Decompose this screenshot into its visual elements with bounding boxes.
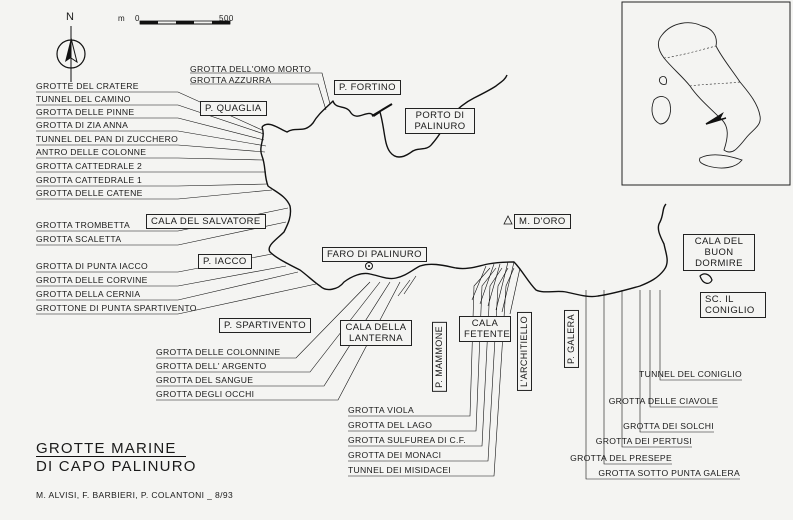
cave-label: GROTTA CATTEDRALE 1	[36, 175, 143, 185]
cave-label: GROTTA DELLE CORVINE	[36, 275, 148, 285]
leader-line	[36, 283, 317, 315]
cave-label: GROTTONE DI PUNTA SPARTIVENTO	[36, 303, 197, 313]
cave-label: GROTTA DELLA CERNIA	[36, 289, 141, 299]
leader-line	[36, 221, 287, 246]
leader-line	[156, 281, 391, 387]
cave-label: GROTTA VIOLA	[348, 405, 414, 415]
cave-label: GROTTA DEGLI OCCHI	[156, 389, 255, 399]
label-p-iacco: P. IACCO	[198, 254, 252, 269]
coastline-south	[260, 126, 668, 298]
label-cala-lanterna: CALA DELLA LANTERNA	[340, 320, 412, 346]
leader-line	[348, 267, 497, 432]
cave-label: GROTTA DI PUNTA IACCO	[36, 261, 148, 271]
cave-label: GROTTA DEI PERTUSI	[595, 436, 692, 446]
coniglio-islet	[699, 273, 713, 284]
cave-label: GROTTA DELLE COLONNINE	[156, 347, 281, 357]
scale-end: 500	[219, 14, 234, 23]
cave-label: GROTTA DELL' ARGENTO	[156, 361, 267, 371]
leader-line	[156, 281, 371, 359]
cave-label: GROTTA SCALETTA	[36, 234, 122, 244]
label-sc-coniglio: SC. IL CONIGLIO	[700, 292, 766, 318]
leader-line	[36, 117, 265, 141]
harbour-pier	[371, 103, 393, 117]
leader-line	[36, 104, 265, 135]
title-underline	[36, 456, 186, 457]
cave-label: GROTTA DI ZIA ANNA	[36, 120, 129, 130]
cave-label: GROTTA DEL LAGO	[348, 420, 433, 430]
leader-line	[190, 83, 327, 111]
leader-line	[649, 290, 718, 408]
leader-line	[36, 271, 299, 301]
leader-line	[156, 281, 381, 373]
leader-line	[585, 290, 740, 480]
scale-start: 0	[135, 14, 140, 23]
leader-line	[36, 130, 267, 147]
leader-line	[190, 72, 331, 105]
label-cala-fetente: CALA FETENTE	[459, 316, 511, 342]
cave-label: GROTTA DEI SOLCHI	[623, 421, 714, 431]
cave-label: GROTTA DEI MONACI	[348, 450, 442, 460]
leader-line	[36, 183, 269, 187]
cove-hatch	[397, 261, 521, 315]
north-arrow-icon	[56, 26, 86, 82]
map-title-line1: GROTTE MARINE	[36, 440, 177, 457]
leader-line	[348, 267, 515, 477]
leader-line	[36, 91, 263, 131]
north-label: N	[66, 11, 75, 23]
cave-label: GROTTA DELLE PINNE	[36, 107, 135, 117]
scale-unit: m	[118, 14, 126, 23]
leader-line	[639, 290, 714, 433]
leader-line	[36, 157, 265, 161]
cave-label: TUNNEL DEL CONIGLIO	[639, 369, 742, 379]
leader-line	[36, 144, 266, 153]
cave-label: GROTTA DEL PRESEPE	[570, 453, 672, 463]
cave-label: ANTRO DELLE COLONNE	[36, 147, 147, 157]
cave-label: TUNNEL DEL CAMINO	[36, 94, 131, 104]
leader-line	[659, 290, 742, 381]
map-title-line2: DI CAPO PALINURO	[36, 458, 197, 475]
summit-marker-icon	[503, 215, 513, 225]
lighthouse-icon	[365, 262, 373, 270]
cave-label: GROTTA AZZURRA	[190, 75, 272, 85]
leader-line	[348, 267, 503, 447]
cave-label: TUNNEL DEI MISIDACEI	[348, 465, 452, 475]
cave-label: GROTTA DEL SANGUE	[156, 375, 254, 385]
scale-bar-graphic	[139, 20, 231, 25]
label-m-doro: M. D'ORO	[514, 214, 571, 229]
cave-label: GROTTA DELLE CIAVOLE	[608, 396, 718, 406]
map-credits: M. ALVISI, F. BARBIERI, P. COLANTONI _ 8…	[36, 490, 234, 500]
cave-label: GROTTA DELL'OMO MORTO	[190, 64, 312, 74]
cave-label: GROTTA TROMBETTA	[36, 220, 131, 230]
leader-line	[603, 290, 672, 465]
leader-lines	[36, 72, 742, 480]
cave-label: GROTTA SOTTO PUNTA GALERA	[598, 468, 740, 478]
label-p-quaglia: P. QUAGLIA	[200, 101, 267, 116]
leader-line	[348, 267, 509, 462]
cave-label: GROTTE DEL CRATERE	[36, 81, 139, 91]
cave-label: TUNNEL DEL PAN DI ZUCCHERO	[36, 134, 179, 144]
cave-label: GROTTA DELLE CATENE	[36, 188, 143, 198]
leader-line	[36, 265, 287, 287]
cave-label: GROTTA SULFUREA DI C.F.	[348, 435, 466, 445]
label-porto: PORTO DI PALINURO	[405, 108, 475, 134]
coastline	[261, 74, 508, 158]
label-faro: FARO DI PALINURO	[322, 247, 427, 262]
cave-label: GROTTA CATTEDRALE 2	[36, 161, 143, 171]
inset-map	[621, 1, 791, 186]
label-p-spartivento: P. SPARTIVENTO	[219, 318, 311, 333]
label-p-galera: P. GALERA	[564, 310, 579, 368]
label-architiello: L'ARCHITIELLO	[517, 312, 532, 391]
label-p-fortino: P. FORTINO	[334, 80, 401, 95]
leader-line	[36, 189, 273, 200]
leader-line	[348, 267, 491, 417]
leader-line	[621, 290, 692, 448]
label-cala-buon-dormire: CALA DEL BUON DORMIRE	[683, 234, 755, 271]
label-cala-salvatore: CALA DEL SALVATORE	[146, 214, 266, 229]
label-p-mammone: P. MAMMONE	[432, 322, 447, 392]
